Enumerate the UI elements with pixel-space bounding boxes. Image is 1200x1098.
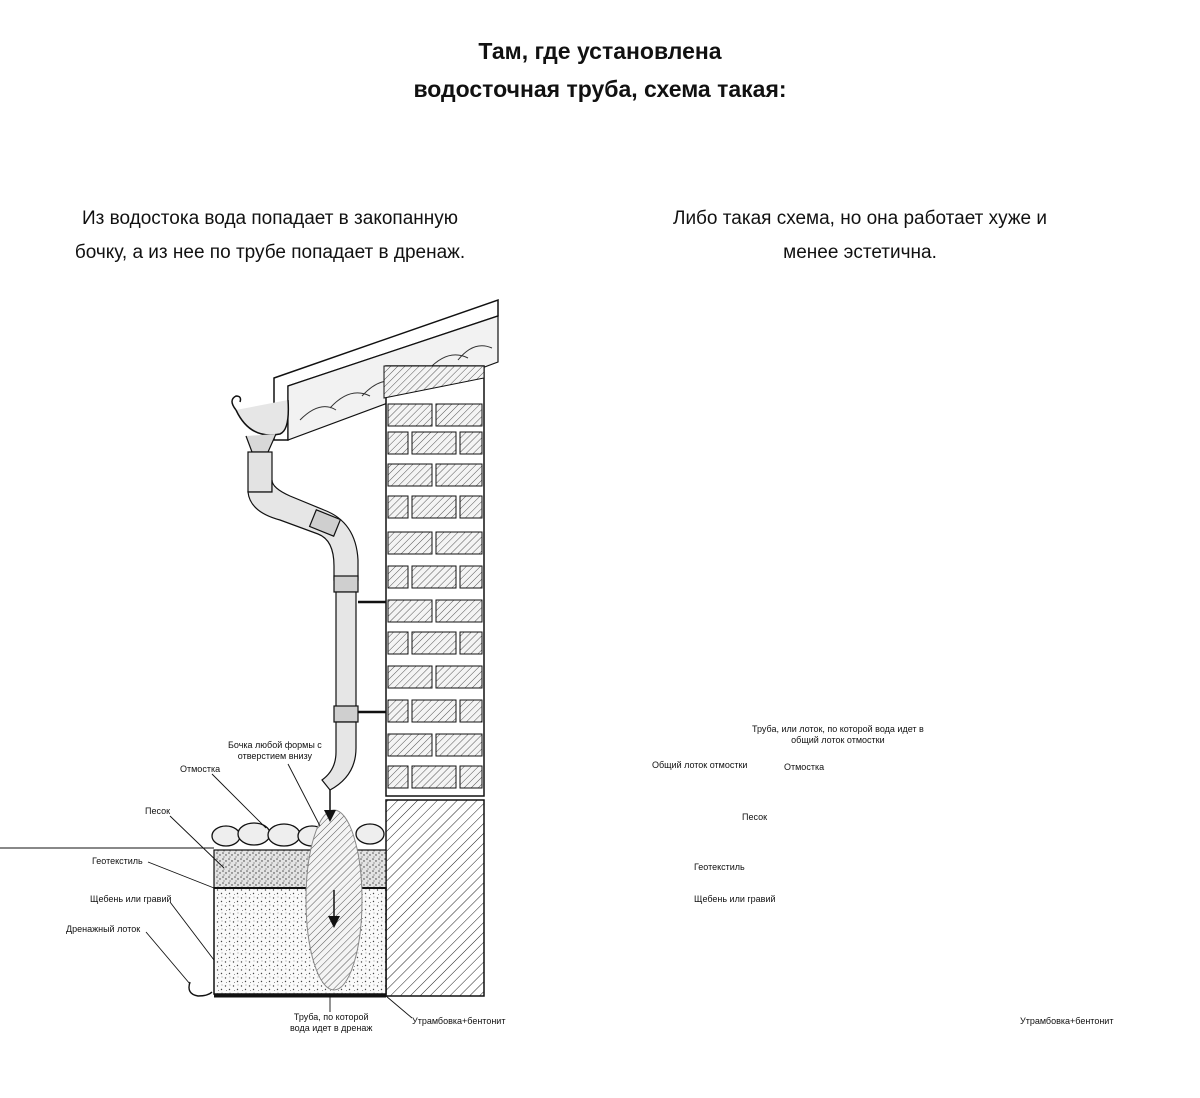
right-label-sand: Песок	[742, 812, 768, 822]
right-label-compaction: Утрамбовка+бентонит	[1020, 1016, 1114, 1026]
right-caption-line-1: Либо такая схема, но она работает хуже и	[672, 208, 1048, 229]
left-caption-line-2: бочку, а из нее по трубе попадает в дрен…	[74, 242, 466, 263]
right-caption: Либо такая схема, но она работает хуже и…	[620, 202, 1100, 270]
diagram-title: Там, где установлена водосточная труба, …	[0, 32, 1200, 108]
title-line-2: водосточная труба, схема такая:	[413, 76, 787, 102]
left-foundation	[385, 799, 485, 997]
right-label-gravel: Щебень или гравий	[694, 894, 776, 904]
left-brick-wall	[383, 365, 485, 797]
left-label-gravel: Щебень или гравий	[90, 894, 172, 904]
title-line-1: Там, где установлена	[478, 38, 722, 64]
right-label-pipe-tray: Труба, или лоток, по которой вода идет в…	[752, 724, 924, 745]
left-ground-layers	[0, 790, 387, 998]
left-label-barrel: Бочка любой формы с отверстием внизу	[228, 740, 322, 761]
right-label-geotextile: Геотекстиль	[694, 862, 745, 872]
right-label-otmostka: Отмостка	[784, 762, 825, 772]
left-label-otmostka: Отмостка	[180, 764, 221, 774]
left-caption-line-1: Из водостока вода попадает в закопанную	[81, 208, 459, 229]
left-label-geotextile: Геотекстиль	[92, 856, 143, 866]
left-label-sand: Песок	[145, 806, 171, 816]
left-downpipe	[231, 395, 359, 791]
right-caption-line-2: менее эстетична.	[783, 242, 937, 263]
left-diagram	[0, 298, 499, 1019]
left-label-drain-tray: Дренажный лоток	[66, 924, 141, 934]
left-label-drain-pipe: Труба, по которой вода идет в дренаж	[290, 1012, 373, 1033]
right-label-common-tray: Общий лоток отмостки	[652, 760, 748, 770]
left-caption: Из водостока вода попадает в закопанную …	[20, 202, 520, 270]
left-label-compaction: Утрамбовка+бентонит	[412, 1016, 506, 1026]
